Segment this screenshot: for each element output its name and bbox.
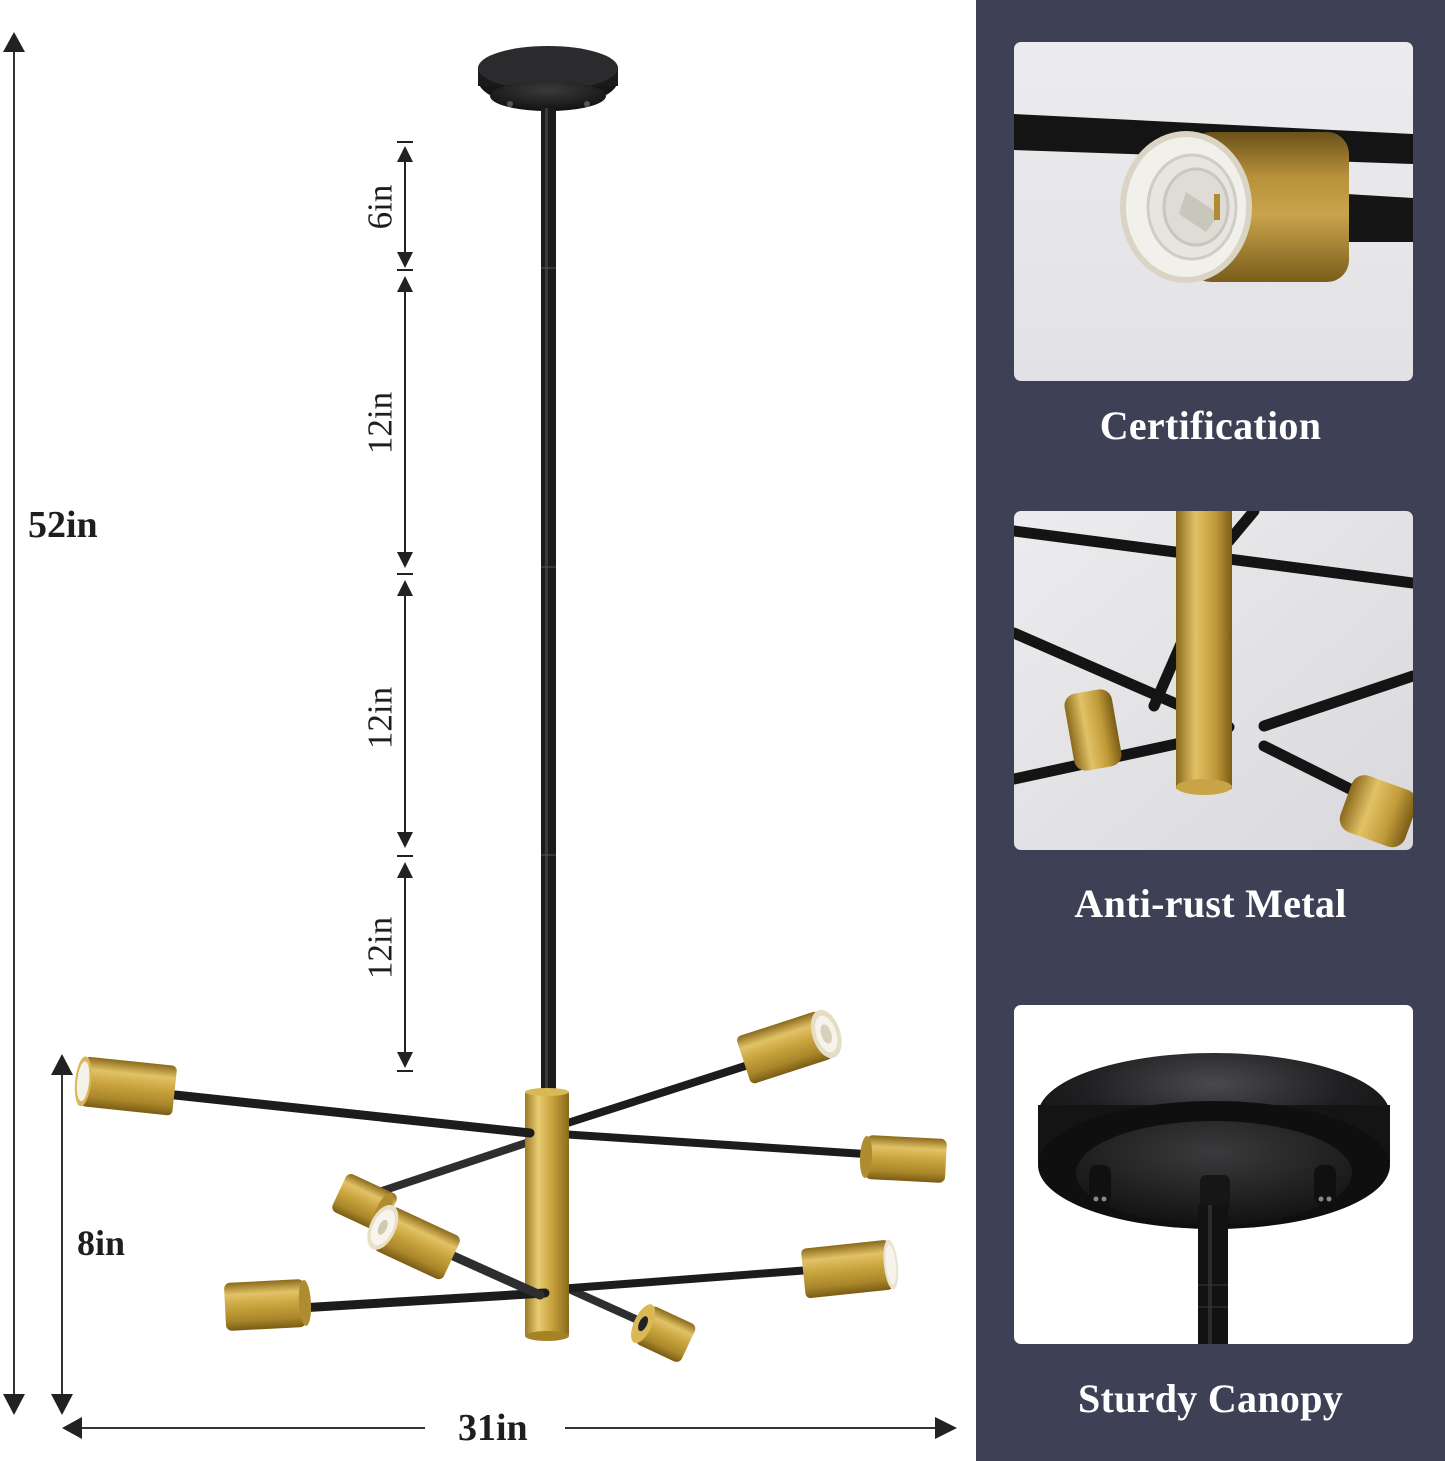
overall-height-label: 52in — [28, 504, 98, 546]
brass-sockets — [74, 1009, 947, 1362]
rod-segment-dimensions — [397, 141, 413, 1072]
chandelier-illustration — [74, 46, 947, 1362]
feature-card-anti-rust-metal — [1014, 511, 1413, 850]
body-height-dimension — [51, 1054, 73, 1415]
chandelier-dimension-drawing — [3, 32, 957, 1439]
center-column-image — [1014, 511, 1413, 850]
center-column — [525, 1090, 569, 1338]
rod-segment-3-label: 12in — [360, 686, 400, 750]
rod-segment-2-label: 12in — [360, 391, 400, 455]
dimension-diagram: 52in 6in 12in 12in 12in 8in 31in — [3, 32, 957, 1449]
feature-caption-certification: Certification — [1099, 403, 1322, 448]
body-height-label: 8in — [77, 1223, 126, 1263]
socket-closeup-image — [1014, 42, 1413, 381]
canopy-closeup-image — [1014, 1005, 1413, 1344]
overall-height-dimension — [3, 32, 25, 1415]
feature-caption-anti-rust-metal: Anti-rust Metal — [1074, 881, 1347, 926]
rod-segment-4-label: 12in — [360, 916, 400, 980]
chandelier-arms — [366, 1054, 884, 1334]
feature-card-sturdy-canopy — [1014, 1005, 1413, 1344]
rod-segment-1-label: 6in — [360, 184, 400, 230]
ceiling-canopy — [478, 46, 618, 111]
feature-panel: Certification — [976, 0, 1445, 1461]
feature-caption-sturdy-canopy: Sturdy Canopy — [1077, 1376, 1344, 1421]
feature-card-certification — [1014, 42, 1413, 381]
width-dimension — [62, 1417, 957, 1439]
width-label: 31in — [458, 1407, 528, 1449]
